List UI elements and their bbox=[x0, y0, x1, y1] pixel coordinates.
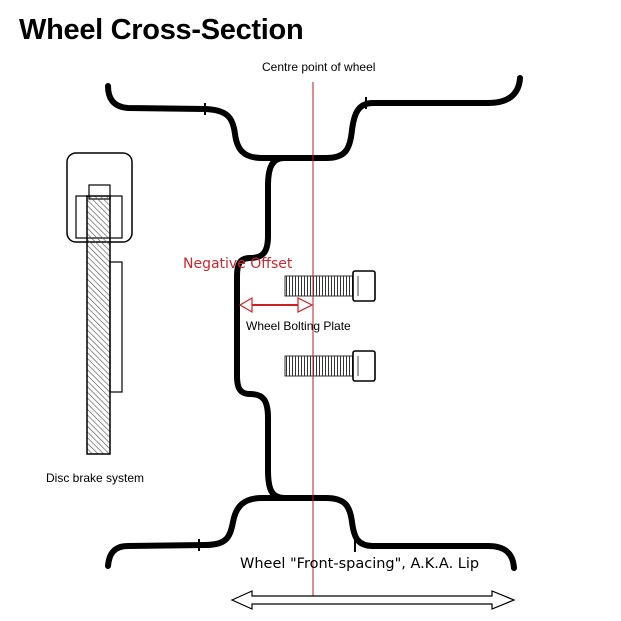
brake-disc-side-plate bbox=[109, 261, 123, 393]
rim-top-profile bbox=[105, 75, 523, 161]
rim-barrel-spoke bbox=[234, 155, 287, 501]
rim-seam-markers bbox=[198, 97, 367, 552]
disc-brake-label: Disc brake system bbox=[46, 471, 145, 485]
negative-offset-label: Negative Offset bbox=[183, 256, 293, 272]
bolting-plate-label: Wheel Bolting Plate bbox=[246, 319, 351, 333]
page-title: Wheel Cross-Section bbox=[19, 14, 304, 46]
negative-offset-arrow bbox=[238, 296, 314, 314]
wheel-rim-outline bbox=[105, 75, 523, 571]
brake-disc bbox=[86, 195, 111, 455]
disc-brake-system bbox=[66, 152, 133, 455]
centre-point-label: Centre point of wheel bbox=[262, 60, 376, 74]
wheel-bolt-upper bbox=[284, 270, 376, 302]
wheel-bolt-lower bbox=[284, 350, 376, 382]
front-spacing-arrow bbox=[230, 590, 516, 610]
front-spacing-label: Wheel "Front-spacing", A.K.A. Lip bbox=[240, 556, 480, 572]
